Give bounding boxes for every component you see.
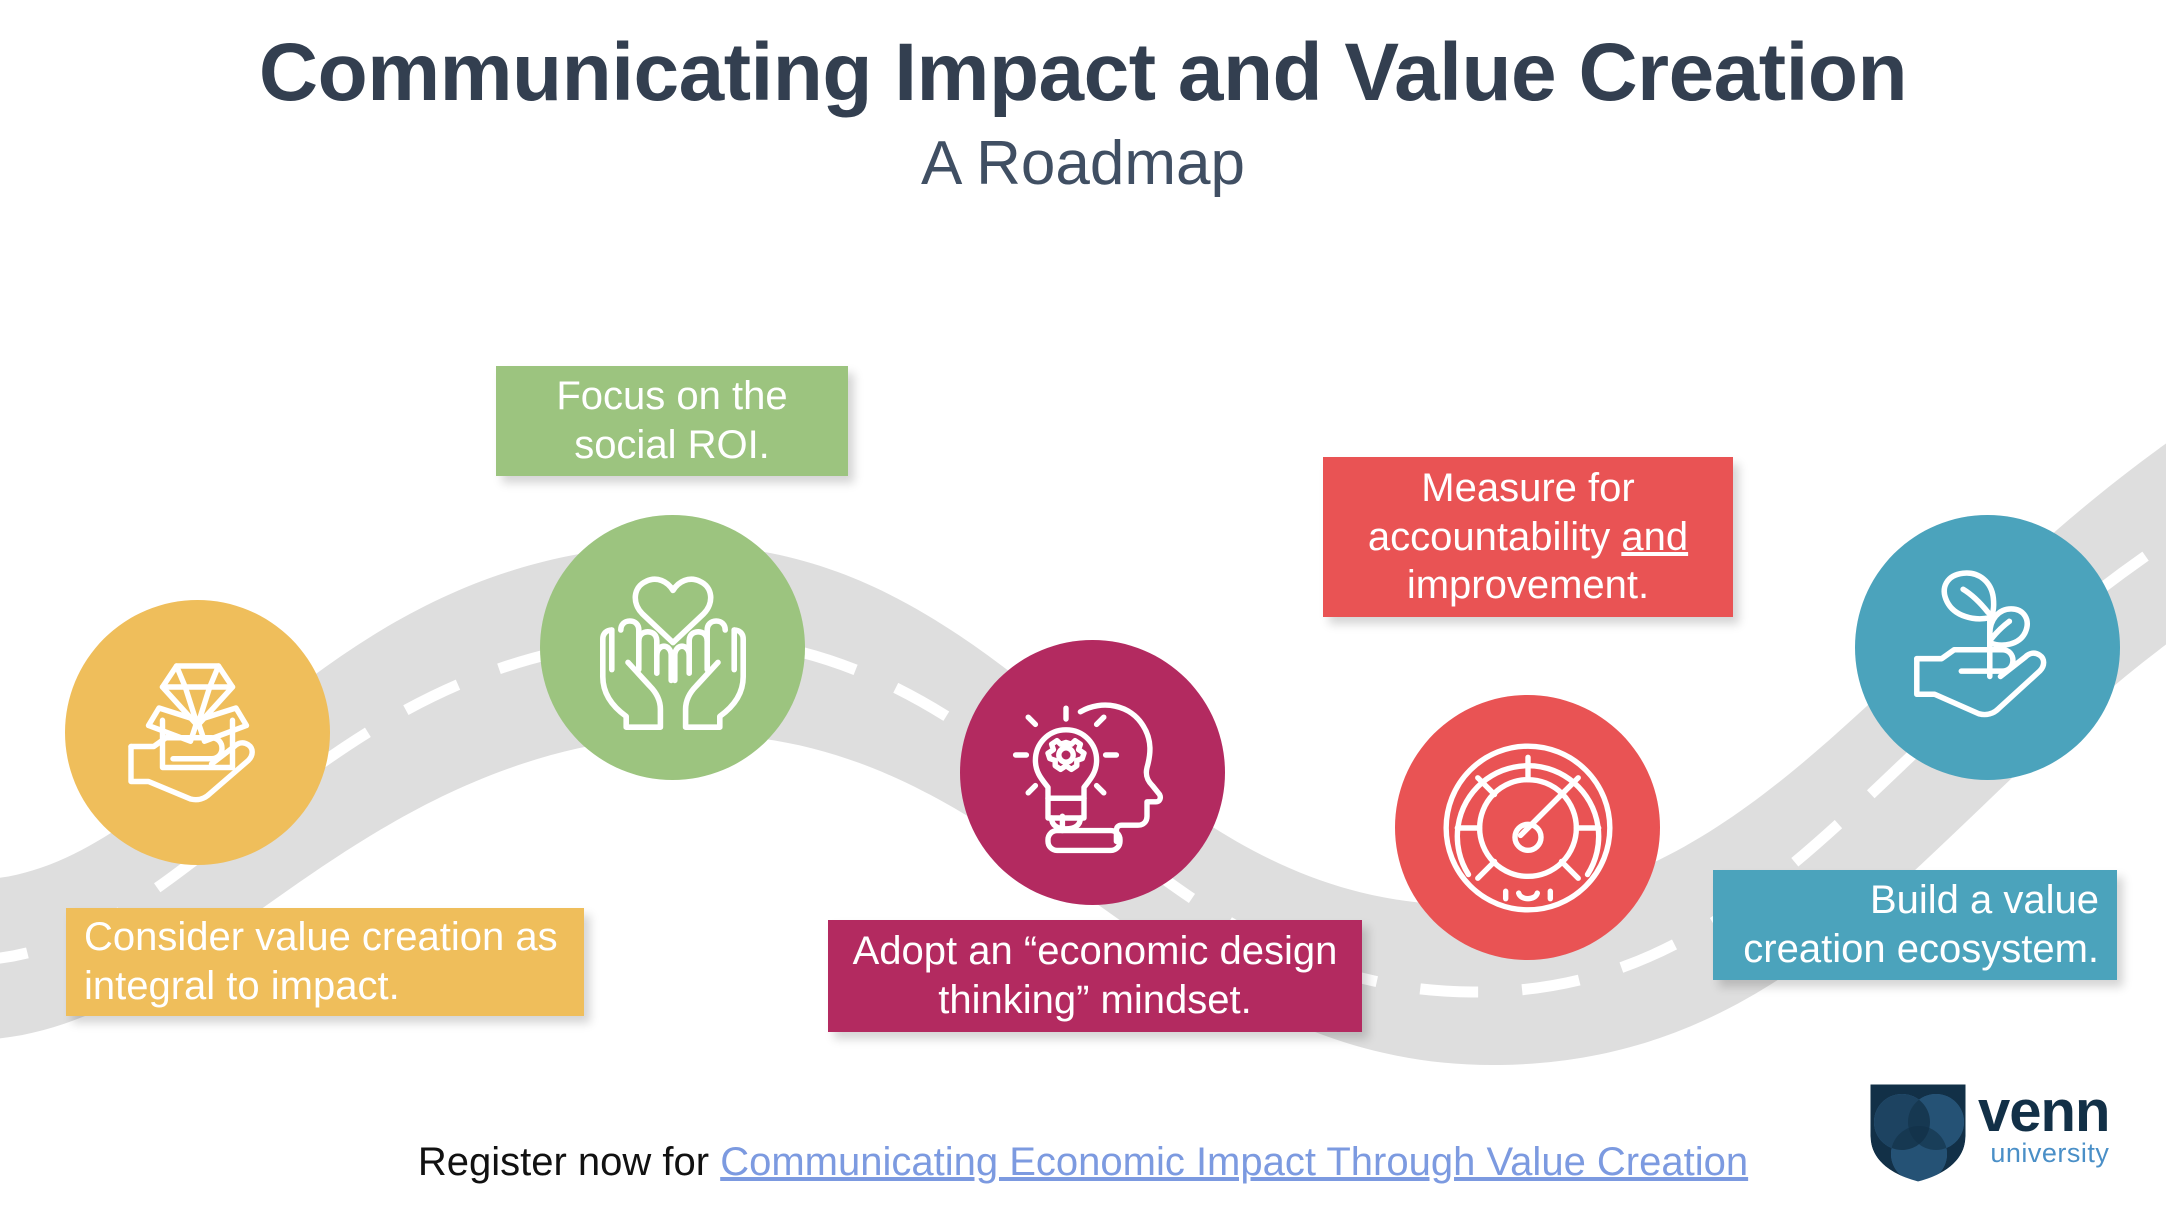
step-caption-1: Consider value creation as integral to i… xyxy=(66,908,584,1016)
venn-shield-icon xyxy=(1865,1079,1971,1187)
step-caption-1-text: Consider value creation as integral to i… xyxy=(84,915,558,1008)
step-node-1[interactable] xyxy=(65,600,330,865)
step-node-4[interactable] xyxy=(1395,695,1660,960)
head-with-lightbulb-gear-icon xyxy=(1012,701,1163,853)
hand-holding-sprout-icon xyxy=(1913,569,2046,717)
step-caption-4-part2: improvement. xyxy=(1406,563,1650,608)
hand-holding-box-with-diamond-icon xyxy=(128,663,255,803)
step-caption-4-part1: Measure for accountability xyxy=(1367,465,1635,559)
venn-wordmark: venn university xyxy=(1978,1079,2110,1169)
step-caption-2: Focus on the social ROI. xyxy=(496,366,848,476)
page-title: Communicating Impact and Value Creation xyxy=(258,27,1908,118)
venn-university-logo: venn university xyxy=(1862,1078,2124,1188)
step-node-3[interactable] xyxy=(960,640,1225,905)
page-subtitle: A Roadmap xyxy=(921,129,1245,199)
register-link[interactable]: Communicating Economic Impact Through Va… xyxy=(720,1140,1749,1184)
step-caption-5-text: Build a value creation ecosystem. xyxy=(1743,878,2099,971)
step-caption-2-text: Focus on the social ROI. xyxy=(556,374,788,467)
step-caption-4-text: Measure for accountability and improveme… xyxy=(1341,464,1715,610)
speedometer-gauge-icon xyxy=(1442,742,1613,913)
logo-name: venn xyxy=(1978,1079,2110,1144)
hands-holding-heart-icon xyxy=(599,575,746,730)
step-caption-4-emphasis: and xyxy=(1621,514,1689,559)
footer-register-line: Register now for Communicating Economic … xyxy=(0,1140,2166,1185)
step-node-5[interactable] xyxy=(1855,515,2120,780)
step-caption-3-text: Adopt an “economic design thinking” mind… xyxy=(852,929,1338,1022)
title-block: Communicating Impact and Value Creation … xyxy=(0,27,2166,199)
footer-prefix: Register now for xyxy=(417,1140,721,1184)
step-caption-4: Measure for accountability and improveme… xyxy=(1323,457,1733,617)
step-node-2[interactable] xyxy=(540,515,805,780)
logo-tagline: university xyxy=(1990,1138,2110,1169)
step-caption-3: Adopt an “economic design thinking” mind… xyxy=(828,920,1362,1032)
step-caption-5: Build a value creation ecosystem. xyxy=(1713,870,2117,980)
